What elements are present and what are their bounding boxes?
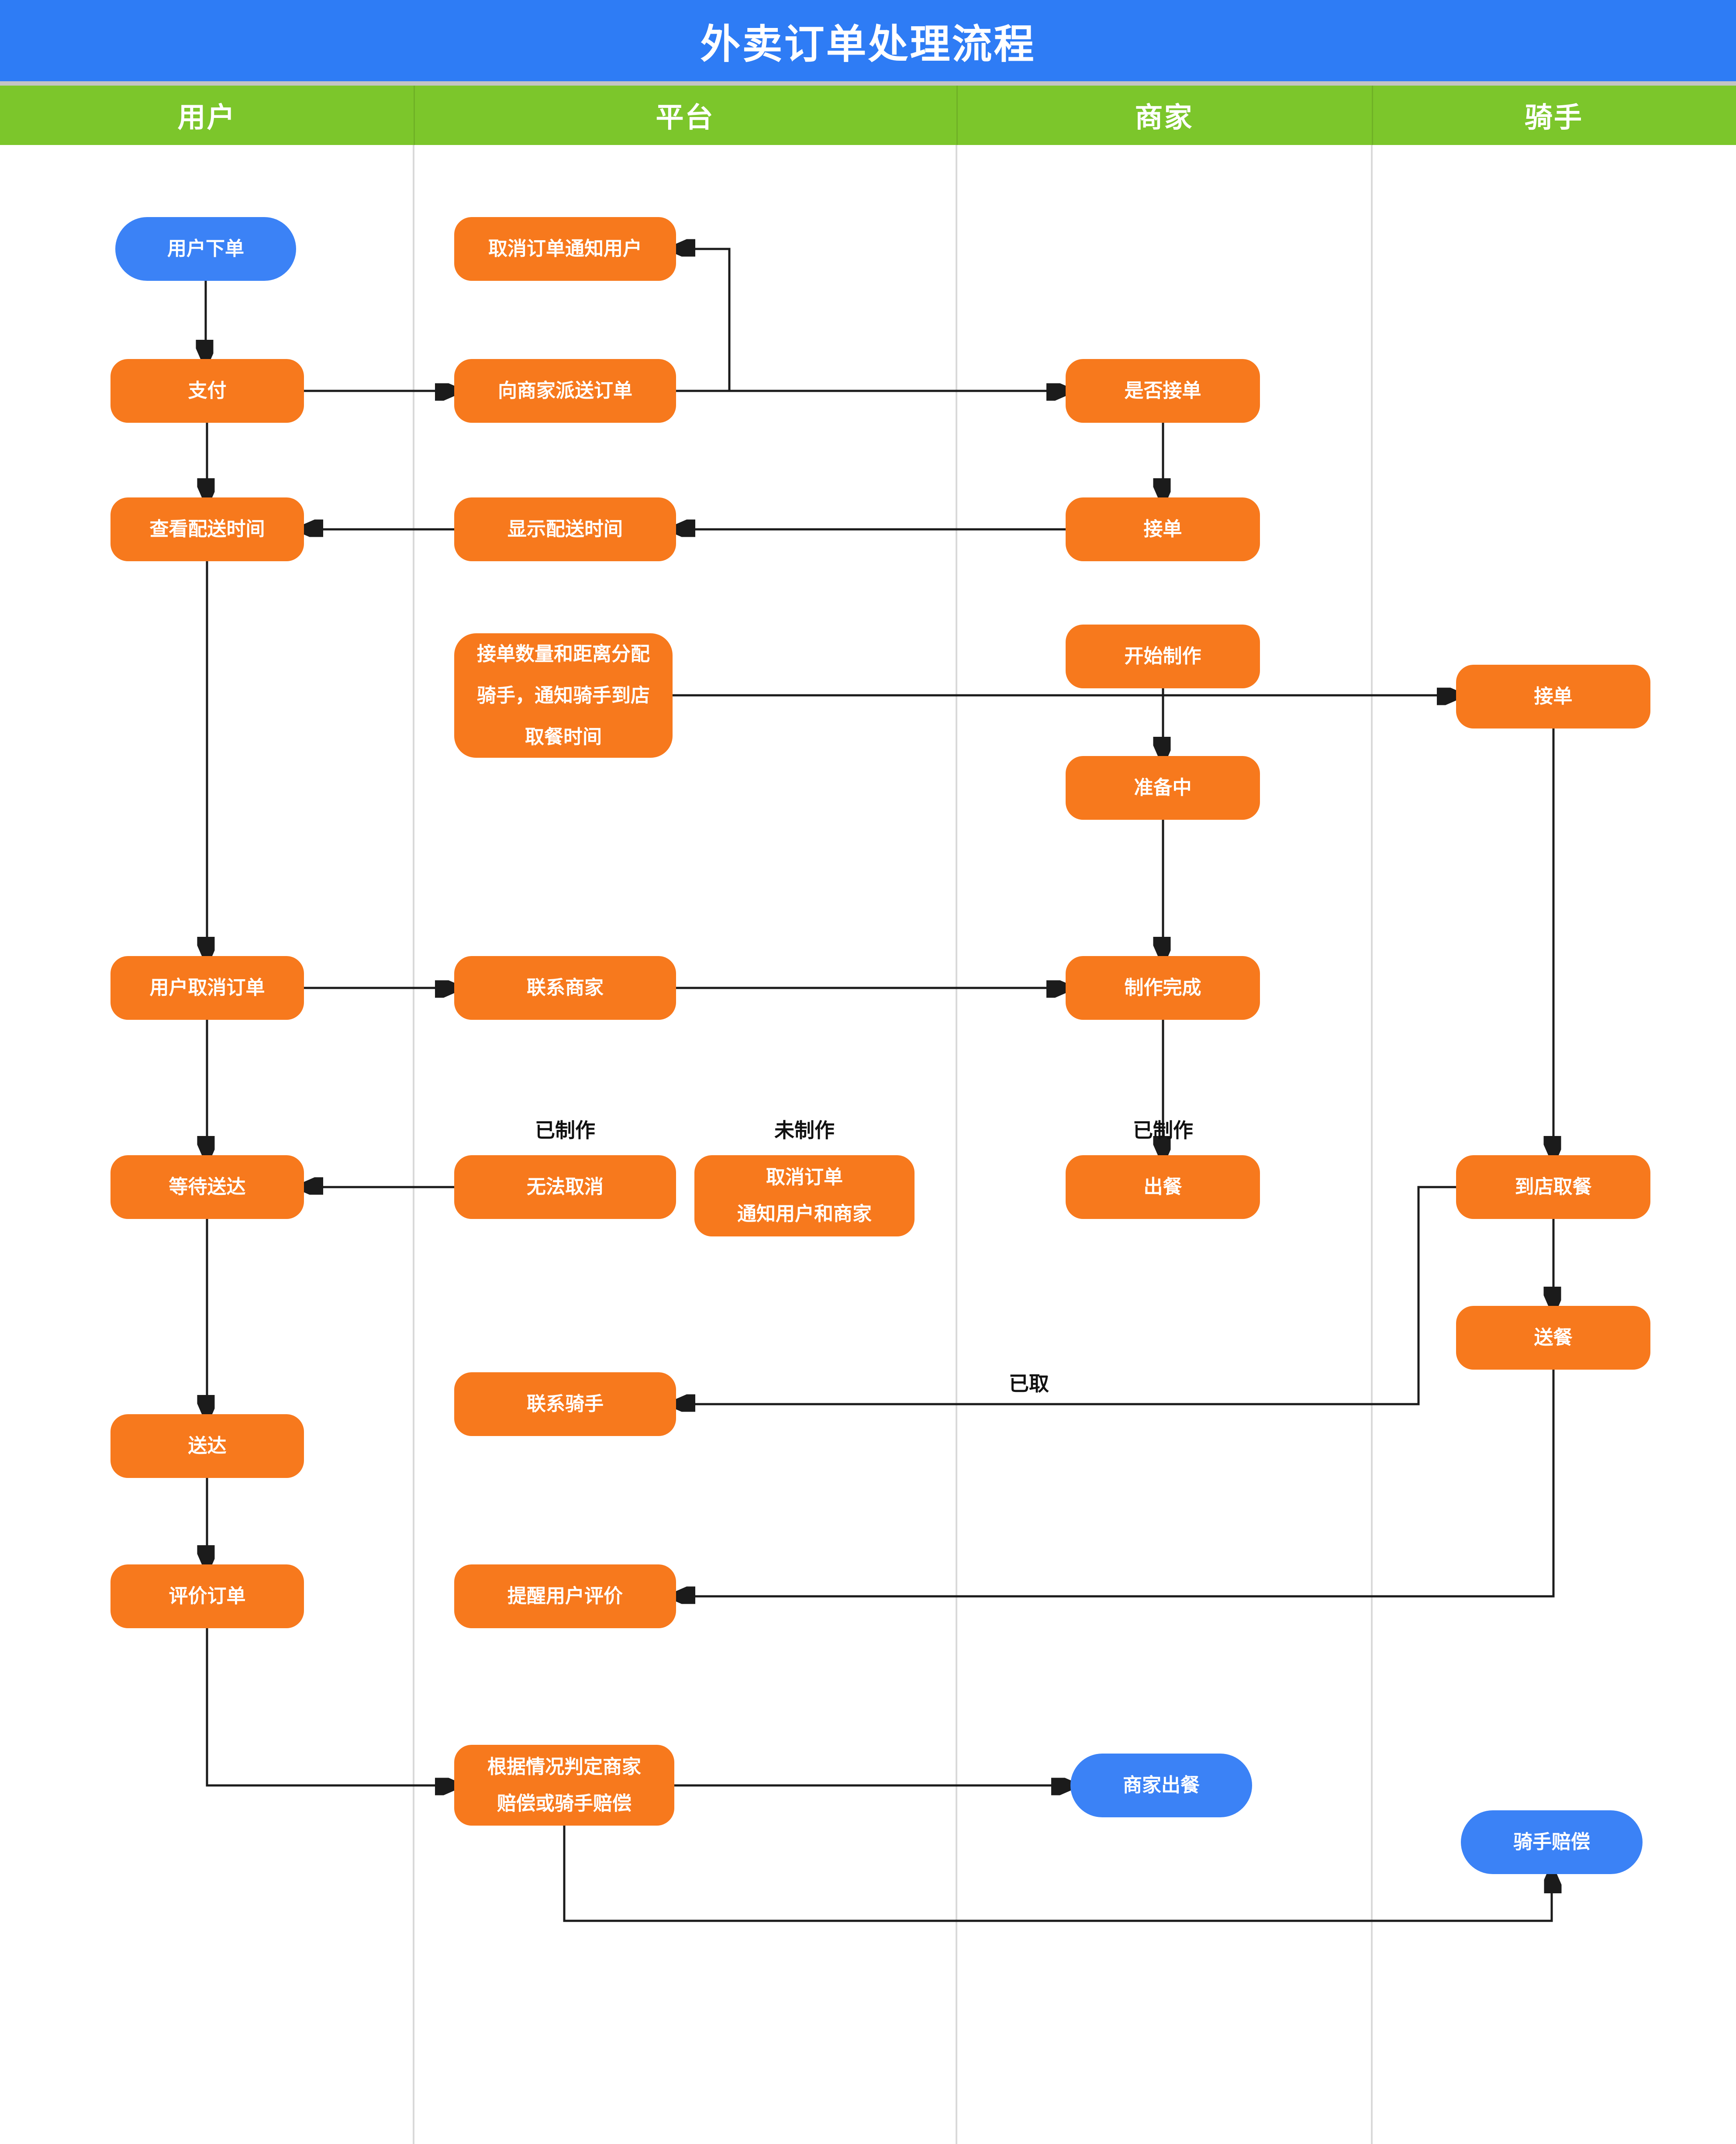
title-separator xyxy=(0,81,1736,86)
node-cancel-both-label: 取消订单 通知用户和商家 xyxy=(737,1167,872,1225)
lane-divider-3 xyxy=(1371,145,1373,2144)
page-title: 外卖订单处理流程 xyxy=(700,22,1036,67)
node-cannot-cancel-label: 无法取消 xyxy=(527,1176,604,1198)
lane-header-bar xyxy=(0,86,1736,145)
lane-header-separator xyxy=(1372,86,1373,145)
node-deliver-label: 送餐 xyxy=(1534,1326,1573,1348)
node-assign-rider: 接单数量和距离分配 骑手，通知骑手到店 取餐时间 xyxy=(454,633,673,758)
node-remind-review-label: 提醒用户评价 xyxy=(507,1585,623,1607)
node-preparing-label: 准备中 xyxy=(1134,777,1192,798)
lane-title-merchant: 商家 xyxy=(1135,102,1194,133)
node-serve: 出餐 xyxy=(1066,1155,1260,1219)
edge-label-picked: 已取 xyxy=(1009,1372,1049,1395)
node-accept: 接单 xyxy=(1066,497,1260,561)
node-accept-q-label: 是否接单 xyxy=(1124,380,1201,401)
node-start-make: 开始制作 xyxy=(1066,625,1260,688)
node-cancel-both: 取消订单 通知用户和商家 xyxy=(694,1155,915,1236)
node-judge: 根据情况判定商家 赔偿或骑手赔偿 xyxy=(454,1745,674,1826)
edge-reject-to-cancel-notify xyxy=(679,249,731,391)
node-preparing: 准备中 xyxy=(1066,756,1260,820)
node-contact-merchant: 联系商家 xyxy=(454,956,676,1020)
node-show-time: 显示配送时间 xyxy=(454,497,676,561)
node-view-time-label: 查看配送时间 xyxy=(149,518,265,540)
node-wait-label: 等待送达 xyxy=(169,1176,246,1198)
lane-header-separator xyxy=(956,86,958,145)
node-assign-rider-label: 接单数量和距离分配 骑手，通知骑手到店 取餐时间 xyxy=(477,643,650,748)
node-rider-comp-label: 骑手赔偿 xyxy=(1513,1831,1590,1853)
node-user-order: 用户下单 xyxy=(115,217,296,281)
node-contact-rider-label: 联系骑手 xyxy=(527,1393,604,1415)
node-accept-label: 接单 xyxy=(1143,518,1182,540)
edge-label-made-left: 已制作 xyxy=(535,1119,595,1142)
node-contact-rider: 联系骑手 xyxy=(454,1372,676,1436)
node-make-done: 制作完成 xyxy=(1066,956,1260,1020)
edge-judge-to-rider-comp xyxy=(563,1826,1552,1922)
edge-label-not-made: 未制作 xyxy=(774,1119,835,1142)
node-merchant-comp-label: 商家出餐 xyxy=(1123,1774,1200,1796)
edge-label-made-right: 已制作 xyxy=(1133,1119,1193,1142)
node-pickup-label: 到店取餐 xyxy=(1515,1176,1592,1198)
node-user-order-label: 用户下单 xyxy=(167,238,244,259)
node-user-cancel: 用户取消订单 xyxy=(110,956,304,1020)
edge-review-to-judge xyxy=(206,1628,452,1785)
node-view-time: 查看配送时间 xyxy=(110,497,304,561)
node-contact-merchant-label: 联系商家 xyxy=(527,977,604,998)
lane-title-platform: 平台 xyxy=(656,102,714,133)
node-start-make-label: 开始制作 xyxy=(1124,645,1201,667)
edge-deliver-to-remind-review xyxy=(679,1370,1555,1596)
node-review-label: 评价订单 xyxy=(169,1585,246,1607)
node-remind-review: 提醒用户评价 xyxy=(454,1564,676,1628)
node-pickup: 到店取餐 xyxy=(1456,1155,1650,1219)
node-cancel-notify-label: 取消订单通知用户 xyxy=(488,238,642,259)
node-dispatch: 向商家派送订单 xyxy=(454,359,676,423)
node-make-done-label: 制作完成 xyxy=(1124,977,1201,998)
node-judge-label: 根据情况判定商家 赔偿或骑手赔偿 xyxy=(487,1756,641,1814)
node-cancel-notify: 取消订单通知用户 xyxy=(454,217,676,281)
node-pay-label: 支付 xyxy=(188,380,227,401)
node-delivered: 送达 xyxy=(110,1414,304,1478)
node-delivered-label: 送达 xyxy=(188,1435,227,1457)
node-show-time-label: 显示配送时间 xyxy=(507,518,623,540)
node-wait: 等待送达 xyxy=(110,1155,304,1219)
lane-title-rider: 骑手 xyxy=(1525,102,1583,133)
node-accept-q: 是否接单 xyxy=(1066,359,1260,423)
node-merchant-comp: 商家出餐 xyxy=(1070,1754,1252,1817)
lane-divider-2 xyxy=(956,145,957,2144)
title-bar: 外卖订单处理流程 xyxy=(0,0,1736,81)
lane-title-user: 用户 xyxy=(177,102,236,133)
node-serve-label: 出餐 xyxy=(1143,1176,1182,1198)
node-cannot-cancel: 无法取消 xyxy=(454,1155,676,1219)
node-rider-accept: 接单 xyxy=(1456,665,1650,728)
lane-divider-1 xyxy=(413,145,414,2144)
node-deliver: 送餐 xyxy=(1456,1306,1650,1370)
node-dispatch-label: 向商家派送订单 xyxy=(498,380,632,401)
edge-pickup-to-contact-rider xyxy=(679,1186,1456,1404)
node-review: 评价订单 xyxy=(110,1564,304,1628)
lane-header-separator xyxy=(414,86,415,145)
node-rider-comp: 骑手赔偿 xyxy=(1461,1810,1643,1874)
node-pay: 支付 xyxy=(110,359,304,423)
node-rider-accept-label: 接单 xyxy=(1534,685,1573,707)
node-user-cancel-label: 用户取消订单 xyxy=(149,977,265,998)
